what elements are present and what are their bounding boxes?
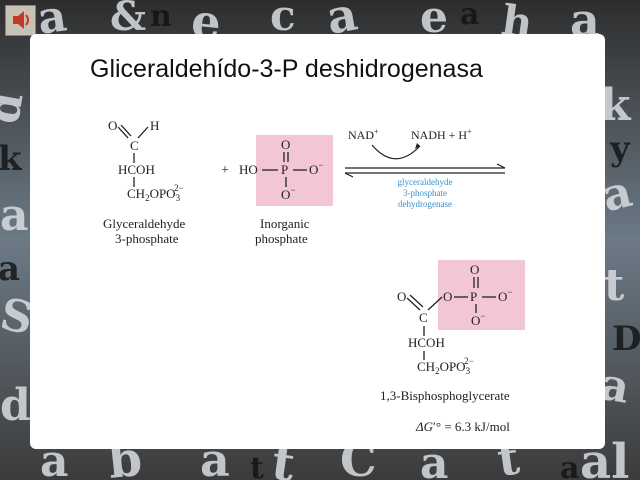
- svg-text:t: t: [250, 451, 264, 480]
- product-label: 1,3-Bisphosphoglycerate: [380, 388, 510, 403]
- pi-oxygen-bottom: O−: [281, 185, 295, 202]
- speaker-icon: [13, 11, 29, 29]
- r1-aldehyde-oxygen: O: [108, 118, 117, 133]
- r1-hcoh-group: HCOH: [118, 162, 155, 177]
- svg-text:k: k: [600, 80, 632, 131]
- svg-text:a: a: [460, 0, 479, 32]
- svg-text:&: &: [110, 0, 146, 40]
- svg-text:D: D: [612, 319, 640, 359]
- pi-phosphorus: P: [281, 162, 288, 177]
- prod-oxygen-top: O: [470, 262, 479, 277]
- free-energy-label: ΔG′° = 6.3 kJ/mol: [415, 419, 510, 434]
- cofactor-nad: NAD+: [348, 127, 379, 142]
- bisphosphoglycerate-structure: O O O P O− O− C HCOH CH2OPO32− 1,3-Bisph…: [380, 260, 525, 403]
- svg-text:k: k: [0, 139, 23, 179]
- enzyme-label-line3: dehydrogenase: [398, 199, 452, 209]
- svg-text:a: a: [0, 249, 20, 289]
- inorganic-phosphate-structure: O HO P O− O− Inorganic phosphate: [239, 135, 333, 246]
- pi-label-line1: Inorganic: [260, 216, 310, 231]
- svg-text:y: y: [609, 129, 631, 169]
- prod-oxygen-bottom: O−: [471, 311, 485, 328]
- prod-carbonyl-oxygen: O: [397, 289, 406, 304]
- r1-carbon: C: [130, 138, 139, 153]
- sound-icon[interactable]: [5, 5, 36, 36]
- prod-oxygen-right: O−: [498, 287, 512, 304]
- pi-oxygen-right: O−: [309, 160, 323, 177]
- svg-text:t: t: [604, 260, 625, 311]
- r1-aldehyde-hydrogen: H: [150, 118, 159, 133]
- prod-carbon: C: [419, 310, 428, 325]
- enzyme-label-line1: glyceraldehyde: [398, 177, 453, 187]
- plus-sign: +: [221, 163, 229, 178]
- cofactor-nadh: NADH + H+: [411, 127, 472, 142]
- svg-text:c: c: [270, 0, 296, 40]
- r1-label-line1: Glyceraldehyde: [103, 216, 186, 231]
- prod-phosphorus: P: [470, 289, 477, 304]
- reaction-arrow: NAD+ NADH + H+ glyceraldehyde 3-phosphat…: [344, 127, 506, 209]
- svg-text:d: d: [0, 380, 31, 431]
- svg-text:a: a: [0, 190, 29, 241]
- r1-label-line2: 3-phosphate: [115, 231, 179, 246]
- pi-label-line2: phosphate: [255, 231, 308, 246]
- slide-title: Gliceraldehído-3-P deshidrogenasa: [90, 55, 483, 83]
- prod-ester-oxygen: O: [443, 289, 452, 304]
- svg-text:a: a: [560, 451, 579, 480]
- prod-hcoh-group: HCOH: [408, 335, 445, 350]
- pi-hydroxyl: HO: [239, 162, 258, 177]
- prod-ch2opo3-group: CH2OPO32−: [417, 356, 474, 376]
- slide-panel: [30, 34, 605, 449]
- pi-oxygen-top: O: [281, 137, 290, 152]
- svg-text:n: n: [150, 0, 172, 34]
- product-phosphate-highlight: [438, 260, 525, 330]
- enzyme-label-line2: 3-phosphate: [403, 188, 447, 198]
- glyceraldehyde-3-phosphate-structure: O H C HCOH CH2OPO32− Glyceraldehyde 3-ph…: [103, 118, 186, 246]
- r1-ch2opo3-group: CH2OPO32−: [127, 183, 184, 203]
